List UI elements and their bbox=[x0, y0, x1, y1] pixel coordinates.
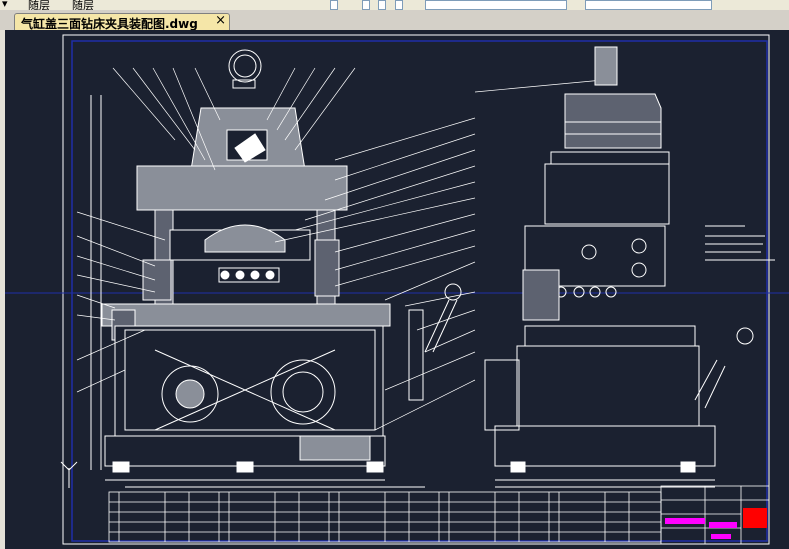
technical-notes bbox=[705, 225, 775, 261]
toolbar-button[interactable] bbox=[362, 0, 370, 10]
toolbar-button[interactable] bbox=[395, 0, 403, 10]
ucs-icon bbox=[60, 461, 78, 488]
leader-lines-left bbox=[76, 67, 356, 393]
viewport-frame bbox=[71, 40, 768, 542]
leader-lines-right bbox=[274, 79, 604, 431]
document-tab-bar: 气缸盖三面钻床夹具装配图.dwg × bbox=[0, 10, 789, 31]
document-tab[interactable]: 气缸盖三面钻床夹具装配图.dwg × bbox=[14, 13, 230, 31]
lineweight-dropdown[interactable] bbox=[585, 0, 712, 10]
drawing-canvas[interactable] bbox=[5, 30, 789, 549]
color-label: 随层 bbox=[72, 0, 94, 11]
document-tab-title: 气缸盖三面钻床夹具装配图.dwg bbox=[21, 17, 198, 31]
front-view bbox=[90, 49, 462, 488]
toolbar-button[interactable] bbox=[330, 0, 338, 10]
toolbar-button[interactable] bbox=[378, 0, 386, 10]
drawing-border bbox=[62, 34, 770, 545]
title-block bbox=[660, 485, 770, 545]
cad-drawing bbox=[5, 34, 789, 545]
layer-label: 随层 bbox=[28, 0, 50, 11]
side-view bbox=[484, 46, 754, 488]
close-icon[interactable]: × bbox=[215, 13, 226, 28]
toolbar-icon[interactable]: ▾ bbox=[2, 0, 8, 10]
parts-list-table bbox=[108, 491, 662, 543]
linetype-dropdown[interactable] bbox=[425, 0, 567, 10]
